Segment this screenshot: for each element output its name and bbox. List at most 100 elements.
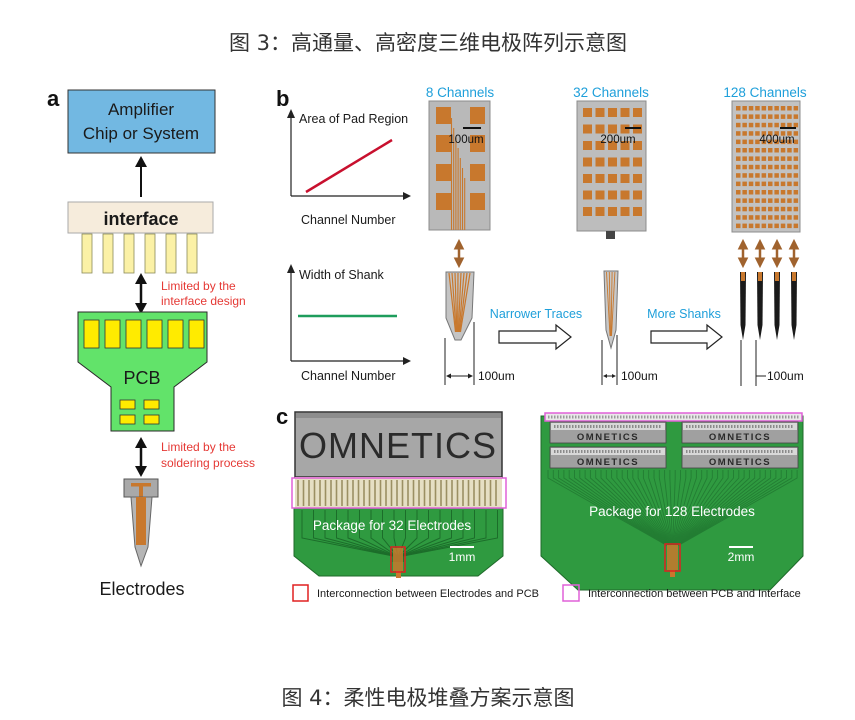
board-trace xyxy=(547,470,667,546)
chip-pad xyxy=(793,223,799,229)
black-shank xyxy=(740,272,746,340)
chip-pad xyxy=(787,114,792,119)
board-trace xyxy=(611,470,670,546)
chip-pad xyxy=(755,106,760,111)
pcb-pad xyxy=(146,319,163,349)
arrow-head xyxy=(737,238,749,250)
chip-pad xyxy=(780,198,786,203)
chip-pad xyxy=(748,122,754,128)
chip-pad xyxy=(787,173,792,178)
omnetics-connector-large xyxy=(294,411,503,478)
chip-pad xyxy=(608,207,617,216)
interface-pin xyxy=(186,233,198,274)
board-trace xyxy=(574,470,668,546)
chip-pad xyxy=(761,215,767,220)
link-double-arrow xyxy=(754,238,766,269)
chip-pad xyxy=(736,215,741,220)
board-trace xyxy=(642,470,672,546)
board-trace xyxy=(674,470,724,546)
arrow-head xyxy=(771,238,783,250)
board-trace xyxy=(584,470,669,546)
chip-pad xyxy=(608,174,617,183)
chip-pad xyxy=(736,190,741,195)
narrower-traces-label: Narrower Traces xyxy=(490,307,582,321)
chip-pad xyxy=(787,215,792,220)
chip-pad xyxy=(768,206,773,212)
panel-a-label: a xyxy=(47,86,60,111)
chip-pad xyxy=(780,173,786,178)
shank-top xyxy=(741,272,745,281)
chip-pad xyxy=(583,157,592,167)
chip-pad xyxy=(761,164,767,170)
chip-pad xyxy=(768,198,773,203)
board-trace xyxy=(563,470,668,546)
interface-double-arrow xyxy=(135,273,147,314)
chip-pad xyxy=(470,164,485,181)
interface-pin xyxy=(165,233,177,274)
chip-pad xyxy=(736,131,741,136)
chip-pad xyxy=(608,124,617,134)
board-trace xyxy=(676,470,750,546)
package-128-label: Package for 128 Electrodes xyxy=(589,504,755,519)
chip-pad xyxy=(768,148,773,153)
board-trace xyxy=(552,470,667,546)
interface-pins xyxy=(81,233,198,274)
chip-pad xyxy=(755,139,760,145)
omnetics-connector-small: OMNETICS xyxy=(549,446,667,469)
board-trace xyxy=(674,470,719,546)
solder-pad xyxy=(119,399,136,410)
chip-pad xyxy=(633,207,642,216)
chip-pad xyxy=(780,181,786,187)
chip-pad xyxy=(436,193,451,210)
chip-pad xyxy=(761,190,767,195)
chip-pad xyxy=(633,190,642,200)
board-trace xyxy=(676,470,761,546)
board-trace xyxy=(677,470,766,546)
chip-pad xyxy=(780,114,786,119)
chip-pad xyxy=(774,139,779,145)
chip-pad xyxy=(748,131,754,136)
pcb-pad xyxy=(125,319,142,349)
shank-body xyxy=(774,272,780,340)
narrower-traces-arrow xyxy=(498,323,572,351)
chip-pad xyxy=(470,135,485,152)
more-shanks-label: More Shanks xyxy=(647,307,721,321)
chip-pad xyxy=(736,223,741,229)
electrode-stub-128 xyxy=(670,570,675,577)
chip-pad xyxy=(787,164,792,170)
scale-label-1mm: 1mm xyxy=(449,550,476,564)
interface-pin xyxy=(81,233,93,274)
chip-pad xyxy=(748,156,754,161)
chip-pad xyxy=(774,181,779,187)
board-trace xyxy=(627,470,671,546)
board-trace xyxy=(664,470,673,546)
interface-box xyxy=(67,201,214,234)
chip-pad xyxy=(620,207,630,216)
black-shank xyxy=(791,272,797,340)
chip-pad xyxy=(768,114,773,119)
chip-pad xyxy=(787,206,792,212)
chip-pad xyxy=(748,139,754,145)
chip-pad xyxy=(736,173,741,178)
board-trace xyxy=(674,470,713,546)
chip-pad xyxy=(761,156,767,161)
chip-pad xyxy=(774,190,779,195)
shank-width-ylabel: Width of Shank xyxy=(299,268,385,282)
chip-pad xyxy=(768,215,773,220)
electrode-pcb-highlight-128 xyxy=(664,543,681,572)
chip-pad xyxy=(793,139,799,145)
chip-32-connector xyxy=(606,231,615,239)
shank-top xyxy=(775,272,779,281)
shank-trace xyxy=(454,272,458,333)
shank-trace xyxy=(608,271,611,337)
chip-pad xyxy=(608,190,617,200)
pcb-pad xyxy=(188,319,205,349)
chip-pad xyxy=(620,174,630,183)
soldering-limit-note-line2: soldering process xyxy=(161,456,255,470)
panel-b-label: b xyxy=(276,86,289,111)
pad-area-xlabel: Channel Number xyxy=(301,213,396,227)
board-trace xyxy=(673,470,697,546)
shank-scale-128 xyxy=(740,340,766,386)
chip-pad xyxy=(793,114,799,119)
board-trace xyxy=(632,470,671,546)
